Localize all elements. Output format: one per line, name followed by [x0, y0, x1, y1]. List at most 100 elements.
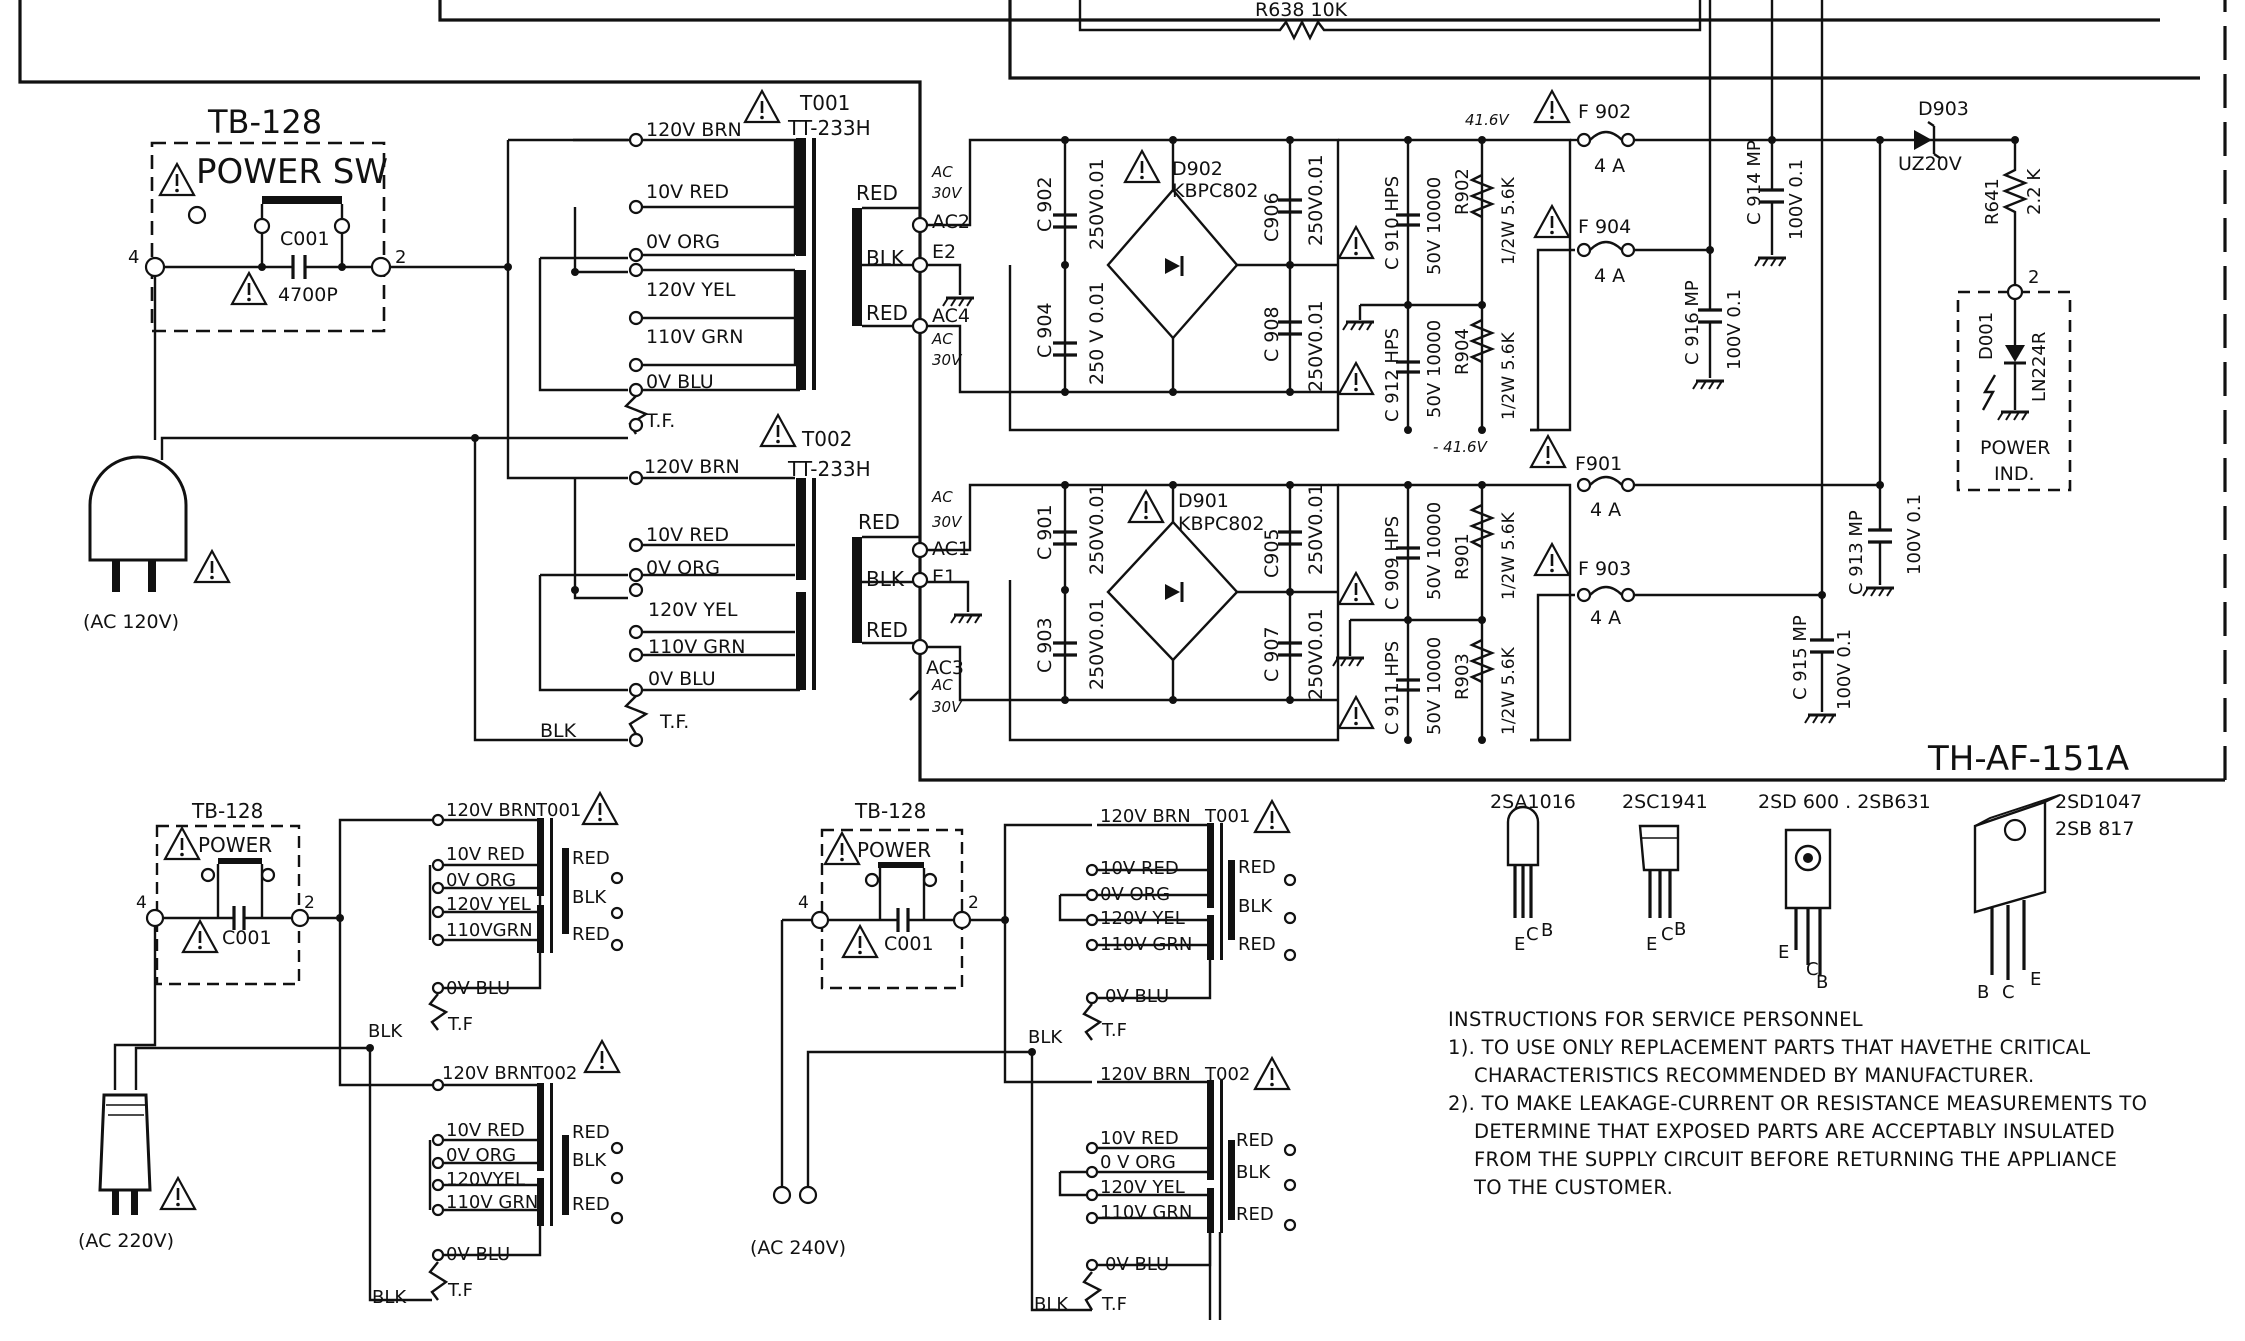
mp-caps-top: C 914 MP 100V 0.1 C 916 MP 100V 0.1 [1682, 0, 1807, 391]
instruction-line: TO THE CUSTOMER. [1474, 1176, 1674, 1199]
pin-b: B [1816, 972, 1828, 993]
tap-label: 10V RED [646, 181, 729, 203]
instructions-title: INSTRUCTIONS FOR SERVICE PERSONNEL [1448, 1008, 1863, 1031]
tf-label: T.F [447, 1014, 473, 1035]
c914-value: 100V 0.1 [1786, 159, 1807, 240]
led-pin: 2 [2028, 267, 2039, 288]
transistor-pinouts: 2SA1016 E C B 2SC1941 E C B 2SD 600 . 2S… [1490, 791, 2142, 1003]
variant-ac240: TB-128 POWER 4 2 C001 (AC 240V) 120V BRN… [750, 799, 1297, 1320]
tb128-power-switch-block: TB-128 POWER SW C001 4700P 4 2 [128, 103, 406, 333]
e2-label: E2 [932, 241, 956, 263]
blk-label: BLK [372, 1287, 407, 1308]
ac30v-label: 30V [932, 513, 963, 531]
tap-label: 120V BRN [442, 1063, 533, 1084]
pin-e: E [1514, 934, 1525, 955]
warning-icon [759, 413, 797, 448]
pin-b: B [1674, 919, 1686, 940]
sec-blk: BLK [866, 567, 905, 591]
blk-label: BLK [368, 1021, 403, 1042]
instruction-line: FROM THE SUPPLY CIRCUIT BEFORE RETURNING… [1474, 1148, 2118, 1171]
tap-label: 120VYEL [446, 1169, 525, 1190]
t001-label: T001 [535, 800, 581, 821]
warning-icon [743, 89, 781, 124]
warning-icon [163, 826, 201, 861]
tb128-title: TB-128 [207, 103, 322, 141]
warning-icon [1337, 695, 1375, 730]
c905-value: 250V0.01 [1305, 483, 1327, 575]
d001-label: D001 [1976, 312, 1997, 360]
terminal-2: 2 [395, 247, 406, 268]
tap-label: 120V BRN [1100, 806, 1191, 827]
warning-icon [1253, 799, 1291, 834]
tap-label: 0V ORG [646, 557, 720, 579]
tf-label: T.F [1101, 1294, 1127, 1315]
sec-blk: BLK [572, 887, 607, 908]
c906-label: C906 [1261, 192, 1283, 242]
sec-blk: BLK [1238, 896, 1273, 917]
power-sw-label: POWER SW [196, 152, 388, 192]
power-label: POWER [857, 838, 931, 862]
fuses-top: F 902 4 A F 904 4 A [1533, 0, 2015, 287]
transistor-2sc1941: 2SC1941 [1622, 791, 1708, 813]
d902-type: KBPC802 [1172, 180, 1258, 202]
power-indicator: D903 UZ20V R641 2.2 K 2 D001 LN224R POWE… [1876, 98, 2072, 492]
c911-value: 50V 10000 [1424, 637, 1445, 735]
tap-label: 0V ORG [646, 231, 720, 253]
t002-label: T002 [531, 1063, 577, 1084]
tf-label: T.F [447, 1280, 473, 1301]
ground-icon [1341, 320, 1376, 332]
f903-value: 4 A [1590, 607, 1621, 629]
sec-red: RED [572, 924, 610, 945]
r902-value: 1/2W 5.6K [1499, 176, 1519, 265]
ac120-plug: (AC 120V) [83, 455, 231, 633]
sec-red: RED [572, 1122, 610, 1143]
c908-label: C 908 [1261, 306, 1283, 362]
warning-icon [1253, 1056, 1291, 1091]
ac3-label: AC3 [926, 657, 964, 679]
warning-icon [581, 791, 619, 826]
c916-value: 100V 0.1 [1724, 289, 1745, 370]
tap-label: 120V YEL [646, 279, 736, 301]
pin-e: E [1646, 934, 1657, 955]
c913-value: 100V 0.1 [1904, 494, 1925, 575]
ac240-label: (AC 240V) [750, 1237, 846, 1259]
ground-icon [1803, 713, 1838, 725]
lower-rectifier: C 901 250V0.01 C 903 250V0.01 D901 KBPC8… [927, 481, 1340, 742]
ac30v-label: 30V [932, 351, 963, 369]
pin-e: E [1778, 942, 1789, 963]
d903-type: UZ20V [1898, 153, 1962, 175]
transistor-2sb817: 2SB 817 [2055, 818, 2135, 840]
tap-label: 0V ORG [446, 1145, 516, 1166]
c904-value: 250 V 0.01 [1086, 281, 1108, 385]
c909-label: C 909 HPS [1382, 516, 1403, 610]
tap-label: 110V GRN [446, 1192, 538, 1213]
tap-label: 0V BLU [648, 668, 716, 690]
terminal-4: 4 [136, 893, 147, 913]
c001-label: C001 [280, 228, 330, 250]
sec-red: RED [856, 181, 898, 205]
f901-value: 4 A [1590, 499, 1621, 521]
lower-filter: C 909 HPS 50V 10000 C 911 HPS 50V 10000 … [1331, 481, 1575, 744]
ind-label: IND. [1994, 463, 2035, 485]
pin-e: E [2030, 969, 2041, 990]
ac30v-label: 30V [932, 698, 963, 716]
warning-icon [1529, 434, 1567, 469]
variant-ac220: TB-128 POWER 4 2 C001 (AC 220V) 120V BRN… [78, 791, 624, 1308]
sec-blk: BLK [572, 1150, 607, 1171]
warning-icon [193, 549, 231, 584]
pin-c: C [1661, 924, 1674, 945]
upper-rectifier: C 902 250V0.01 C 904 250 V 0.01 D902 KBP… [927, 136, 1340, 432]
warning-icon [159, 1176, 197, 1211]
warning-icon [158, 162, 196, 197]
t001-type: TT-233H [787, 116, 871, 140]
sec-blk: BLK [1236, 1162, 1271, 1183]
board-outline [18, 0, 2227, 782]
f904-value: 4 A [1594, 265, 1625, 287]
c903-value: 250V0.01 [1086, 598, 1108, 690]
terminal-4: 4 [128, 247, 139, 268]
tf-label: T.F. [645, 410, 675, 432]
tap-label: 120V BRN [446, 800, 537, 821]
ground-icon [1753, 256, 1788, 268]
f903-label: F 903 [1578, 558, 1631, 580]
c916-label: C 916 MP [1682, 280, 1703, 365]
